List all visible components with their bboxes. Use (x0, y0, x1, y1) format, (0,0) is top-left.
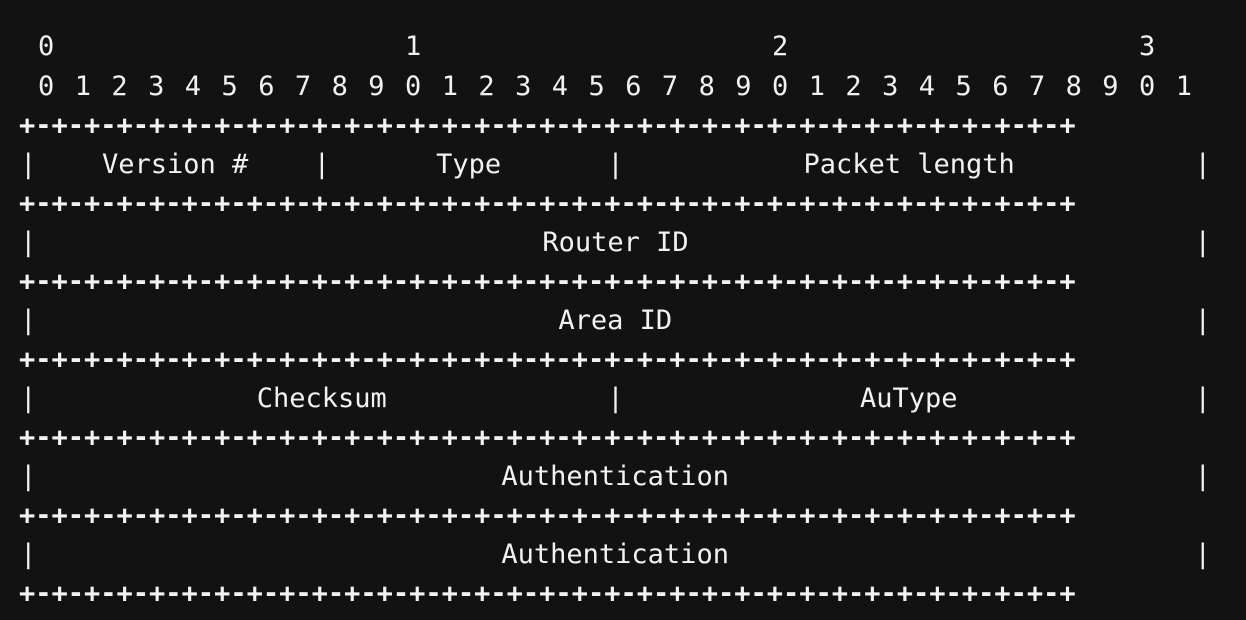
bit-ruler-tens-digit: 0 (38, 30, 55, 62)
bit-ruler-ones-digit: 6 (258, 70, 275, 102)
bit-ruler-ones-digit: 1 (1175, 70, 1192, 102)
bit-ruler-ones-digit: 0 (38, 70, 55, 102)
bit-ruler-ones-digit: 0 (405, 70, 422, 102)
field-divider-bar: | (20, 304, 37, 336)
bit-ruler-ones-digit: 8 (331, 70, 348, 102)
field-divider-bar: | (20, 148, 37, 180)
field-divider-bar: | (607, 148, 624, 180)
bit-ruler-ones-digit: 3 (148, 70, 165, 102)
field-divider-bar: | (20, 538, 37, 570)
row-border-line: +-+-+-+-+-+-+-+-+-+-+-+-+-+-+-+-+-+-+-+-… (19, 343, 1076, 375)
row-border-line: +-+-+-+-+-+-+-+-+-+-+-+-+-+-+-+-+-+-+-+-… (19, 265, 1076, 297)
bit-ruler-ones-digit: 1 (74, 70, 91, 102)
bit-ruler-ones-digit: 1 (808, 70, 825, 102)
field-divider-bar: | (607, 382, 624, 414)
field-label: Checksum (256, 382, 387, 414)
bit-ruler-ones-digit: 8 (698, 70, 715, 102)
bit-ruler-ones-digit: 9 (368, 70, 385, 102)
field-divider-bar: | (1194, 148, 1211, 180)
bit-ruler-ones-digit: 2 (478, 70, 495, 102)
row-border-line: +-+-+-+-+-+-+-+-+-+-+-+-+-+-+-+-+-+-+-+-… (19, 109, 1076, 141)
field-label: Area ID (558, 304, 673, 336)
field-divider-bar: | (1194, 460, 1211, 492)
bit-ruler-ones-digit: 9 (1102, 70, 1119, 102)
bit-ruler-ones-digit: 7 (661, 70, 679, 102)
bit-ruler-ones-digit: 6 (992, 70, 1009, 102)
bit-ruler-ones-digit: 3 (882, 70, 899, 102)
field-label: AuType (859, 382, 958, 414)
bit-ruler-tens-digit: 3 (1139, 30, 1156, 62)
bit-ruler-ones-digit: 7 (1028, 70, 1046, 102)
field-divider-bar: | (313, 148, 331, 180)
row-border-line: +-+-+-+-+-+-+-+-+-+-+-+-+-+-+-+-+-+-+-+-… (19, 499, 1076, 531)
row-border-line: +-+-+-+-+-+-+-+-+-+-+-+-+-+-+-+-+-+-+-+-… (19, 577, 1076, 609)
field-divider-bar: | (1194, 304, 1211, 336)
bit-ruler-ones-digit: 4 (918, 70, 936, 102)
row-border-line: +-+-+-+-+-+-+-+-+-+-+-+-+-+-+-+-+-+-+-+-… (19, 187, 1076, 219)
bit-ruler-ones-digit: 2 (111, 70, 128, 102)
row-border-line: +-+-+-+-+-+-+-+-+-+-+-+-+-+-+-+-+-+-+-+-… (19, 421, 1076, 453)
bit-ruler-ones-digit: 4 (551, 70, 569, 102)
bit-ruler-ones-digit: 2 (845, 70, 862, 102)
bit-ruler-ones-digit: 6 (625, 70, 642, 102)
bit-ruler-ones-digit: 0 (772, 70, 789, 102)
bit-ruler-ones-digit: 3 (515, 70, 532, 102)
field-divider-bar: | (1194, 226, 1211, 258)
bit-ruler-ones-digit: 8 (1065, 70, 1082, 102)
bit-ruler-tens-digit: 1 (405, 30, 422, 62)
field-divider-bar: | (1194, 382, 1211, 414)
bit-ruler-ones-digit: 4 (184, 70, 202, 102)
field-label: Router ID (542, 226, 689, 258)
field-label: Authentication (501, 460, 729, 492)
bit-ruler-ones-digit: 5 (955, 70, 972, 102)
bit-ruler-tens-digit: 2 (772, 30, 789, 62)
field-divider-bar: | (20, 226, 37, 258)
field-label: Packet length (803, 148, 1015, 180)
field-divider-bar: | (1194, 538, 1211, 570)
bit-ruler-ones-digit: 1 (441, 70, 458, 102)
bit-ruler-ones-digit: 0 (1139, 70, 1156, 102)
bit-ruler-ones-digit: 5 (588, 70, 605, 102)
bit-ruler-ones-digit: 5 (221, 70, 238, 102)
field-divider-bar: | (20, 460, 37, 492)
field-label: Authentication (501, 538, 729, 570)
field-label: Type (436, 148, 502, 180)
field-label: Version # (101, 148, 249, 180)
bit-ruler-ones-digit: 7 (294, 70, 312, 102)
bit-ruler-ones-digit: 9 (735, 70, 752, 102)
field-divider-bar: | (20, 382, 37, 414)
